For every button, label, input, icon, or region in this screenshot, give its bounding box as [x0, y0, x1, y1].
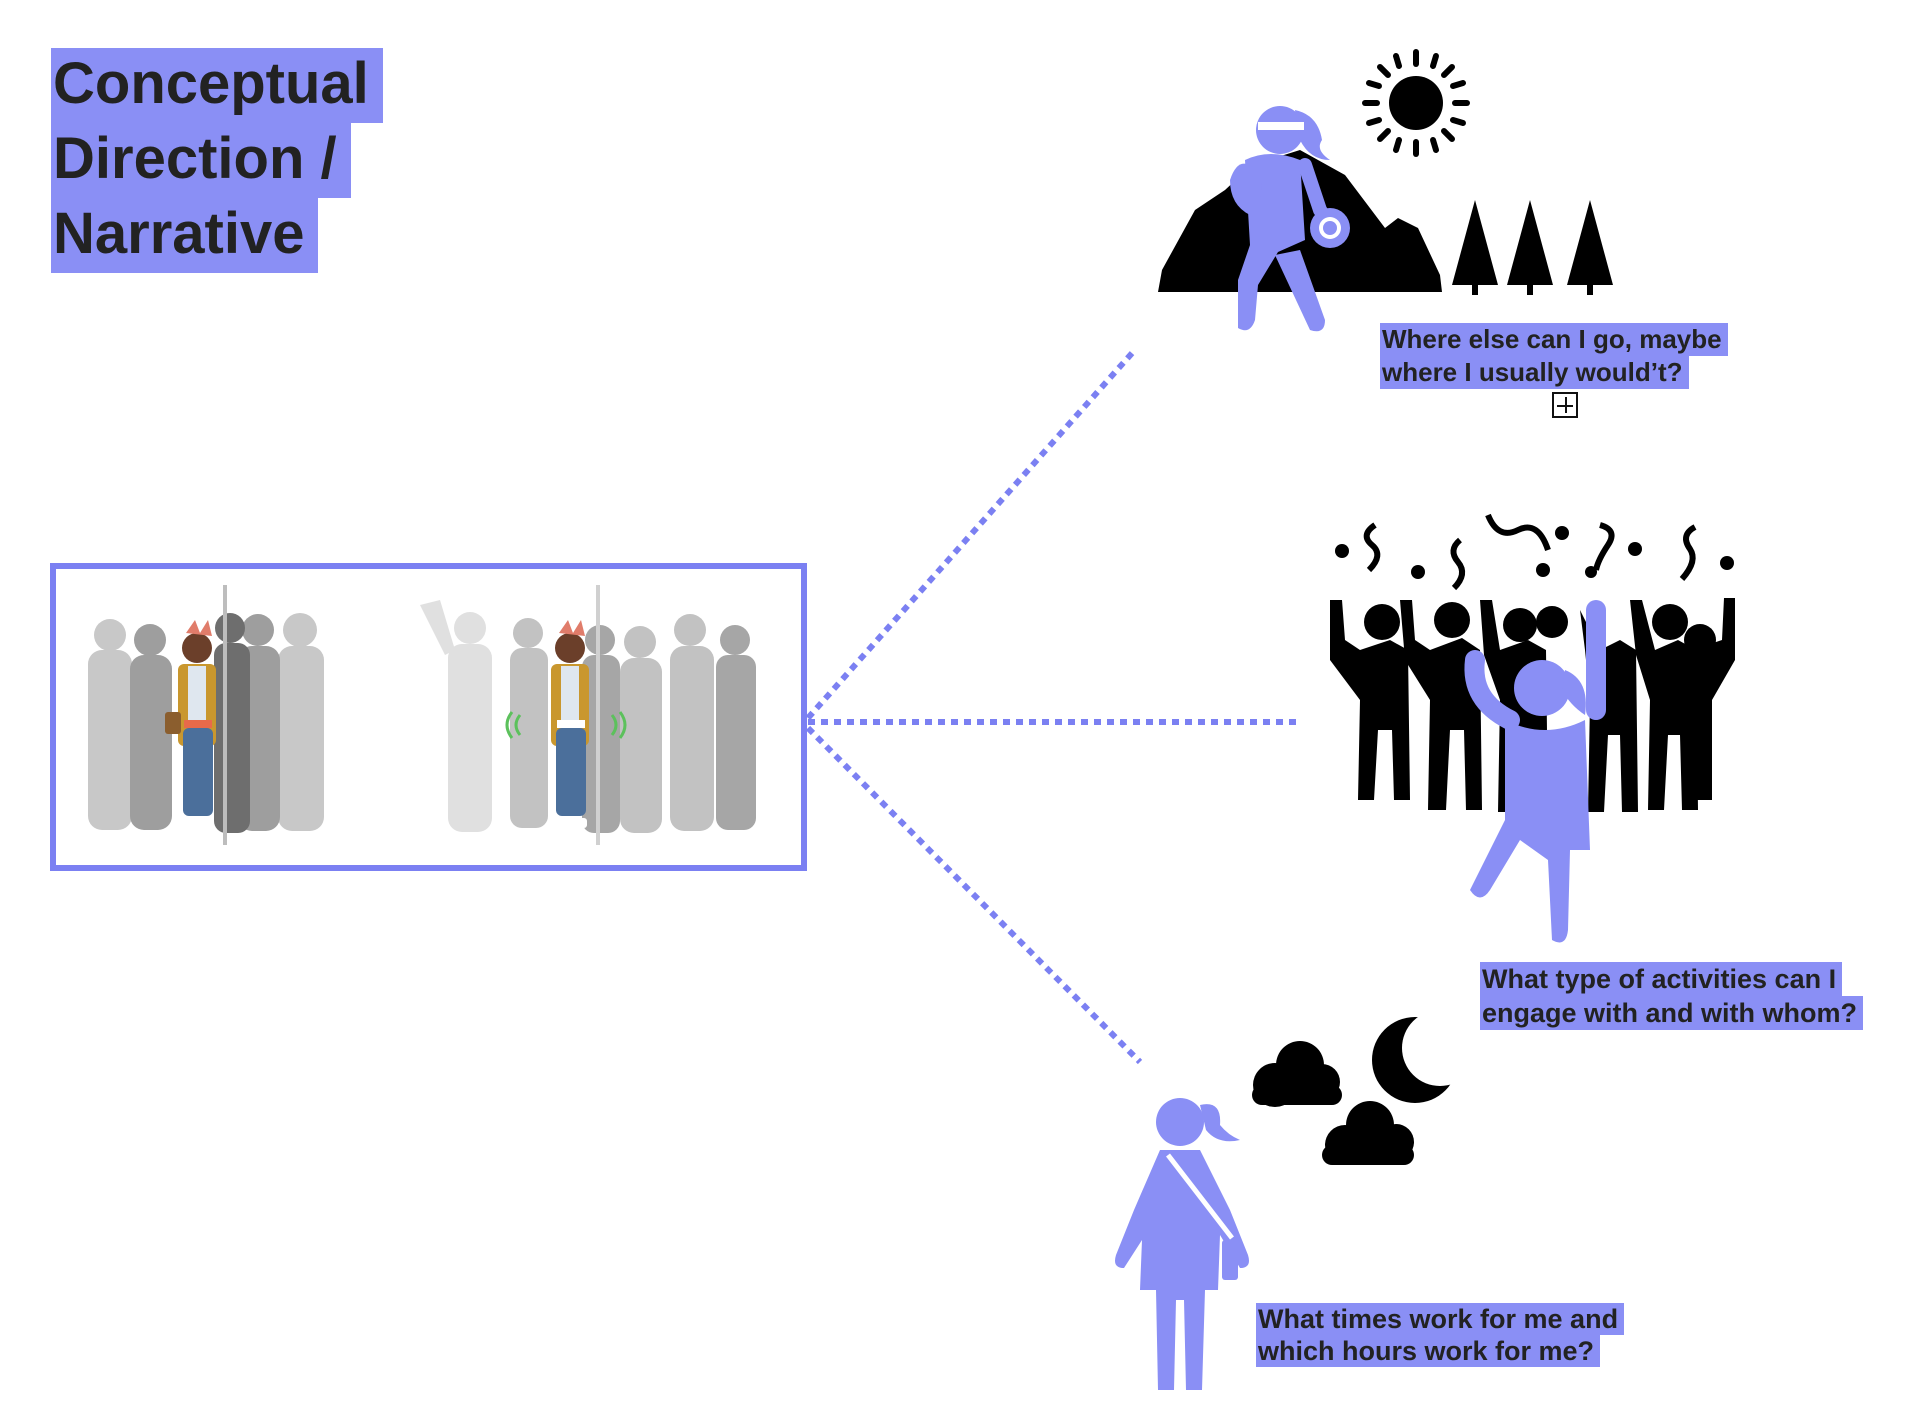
caption-times: What times work for me and which hours w… [1256, 1303, 1625, 1367]
crowd-illustration [50, 563, 807, 871]
caption-line: What type of activities can I [1480, 962, 1843, 996]
sun-icon [1362, 49, 1470, 157]
woman-figure-right [505, 620, 627, 828]
silhouette-group-right [420, 585, 756, 845]
caption-activities: What type of activities can I engage wit… [1480, 962, 1863, 1030]
cloud-icon [1252, 1041, 1414, 1165]
caption-line: engage with and with whom? [1480, 996, 1863, 1030]
cloud-lower [1322, 1101, 1414, 1165]
caption-where-to-go: Where else can I go, maybe where I usual… [1380, 323, 1728, 389]
connector-lines [805, 350, 1302, 1065]
caption-line: which hours work for me? [1256, 1335, 1601, 1367]
pine-trees-icon [1452, 200, 1613, 295]
hiker-icon [1230, 106, 1350, 332]
dancer-figure [1464, 600, 1606, 943]
page-title: Conceptual Direction / Narrative [51, 48, 383, 273]
caption-line: where I usually would’t? [1380, 356, 1689, 389]
dancing-crowd-icon [1330, 513, 1735, 943]
connector-to-times [805, 725, 1143, 1065]
crescent-moon-icon [1372, 1010, 1478, 1103]
caption-line: Where else can I go, maybe [1380, 323, 1728, 356]
connector-to-travel [805, 350, 1136, 720]
woman-with-bag-icon [1115, 1098, 1249, 1390]
title-line: Direction / [51, 123, 351, 198]
add-item-button[interactable] [1552, 392, 1578, 418]
crowd-silhouettes [1330, 598, 1735, 812]
title-line: Conceptual [51, 48, 383, 123]
woman-figure-left [165, 620, 216, 828]
silhouette-group-left [88, 585, 324, 845]
cloud-upper [1252, 1041, 1342, 1107]
caption-line: What times work for me and [1256, 1303, 1625, 1335]
confetti [1335, 513, 1734, 591]
title-line: Narrative [51, 198, 319, 273]
